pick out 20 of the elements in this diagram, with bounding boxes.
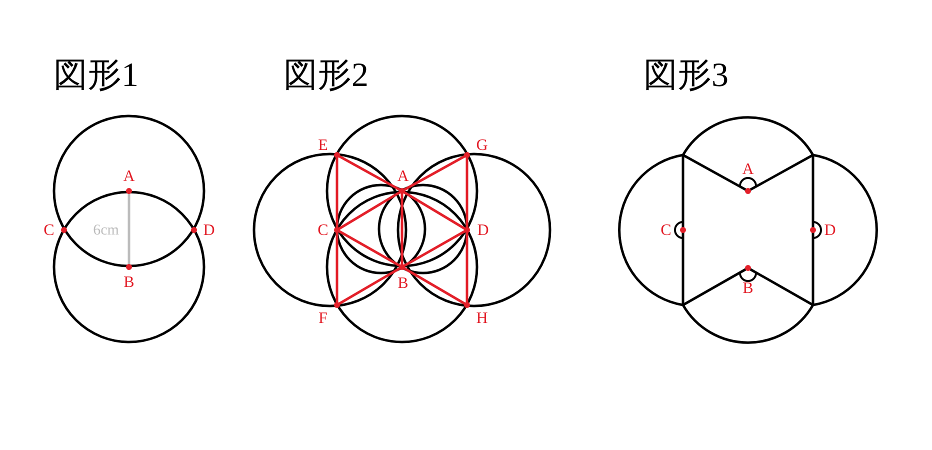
point-label: C xyxy=(660,223,672,239)
point-label: G xyxy=(476,138,488,154)
point-label: F xyxy=(318,311,328,327)
point-label: E xyxy=(318,138,328,154)
figure-title: 図形1 xyxy=(54,59,138,93)
dimension-label: 6cm xyxy=(93,224,119,238)
point-label: D xyxy=(824,223,836,239)
point-label: C xyxy=(44,223,54,239)
point-label: B xyxy=(742,281,754,297)
figure-title: 図形3 xyxy=(644,59,728,93)
point-label: H xyxy=(476,311,488,327)
point-label: B xyxy=(398,276,408,292)
point-label: C xyxy=(318,223,328,239)
point-label: D xyxy=(203,223,215,239)
point-label: B xyxy=(124,275,134,291)
figure-title: 図形2 xyxy=(284,59,368,93)
point-label: A xyxy=(397,169,409,185)
point-label: D xyxy=(477,223,489,239)
point-label: A xyxy=(123,169,135,185)
point-label: A xyxy=(742,162,754,178)
